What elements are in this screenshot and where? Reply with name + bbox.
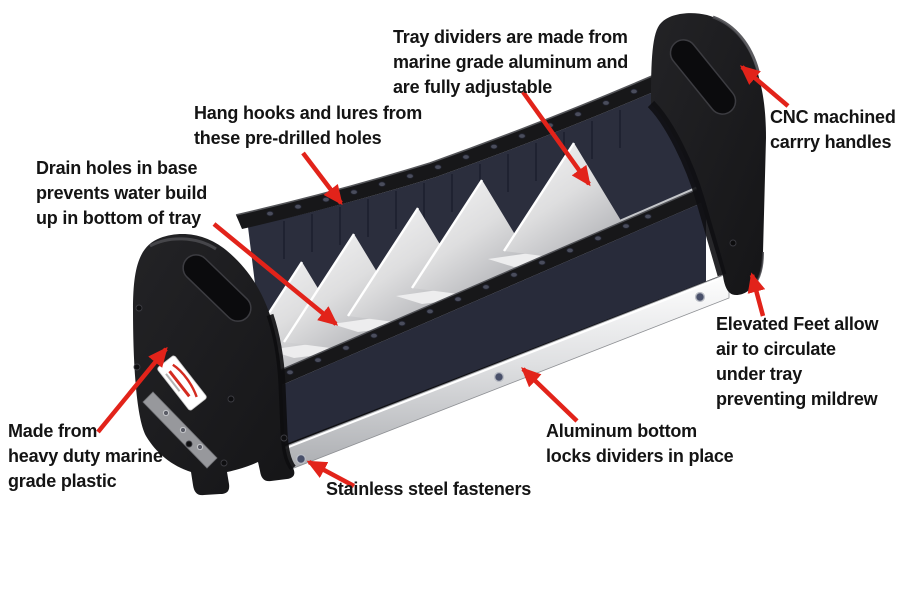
rivets-left-cap — [133, 304, 288, 467]
arrow-elevated-feet — [747, 272, 766, 317]
annotation-hang-hooks: Hang hooks and lures from these pre-dril… — [194, 103, 423, 148]
arrow-cnc-handles — [739, 65, 790, 108]
carry-handle-right — [669, 39, 737, 115]
arrow-tray-dividers — [521, 90, 591, 187]
right-cap-body — [651, 13, 766, 296]
arrow-drain-holes — [212, 222, 339, 326]
annotation-tray-dividers: Tray dividers are made from marine grade… — [393, 27, 629, 97]
front-wall — [261, 187, 723, 453]
arrow-made-from — [96, 346, 168, 434]
aluminum-end-bracket — [142, 391, 218, 469]
front-face — [268, 201, 706, 453]
rivet — [729, 239, 737, 247]
annotation-aluminum-bottom: Aluminum bottom locks dividers in place — [546, 421, 734, 466]
left-end-cap — [133, 234, 296, 496]
annotation-made-from: Made from heavy duty marine grade plasti… — [8, 421, 163, 491]
pre-drilled-holes-front — [286, 213, 652, 375]
annotation-cnc-handles: CNC machined carrry handles — [770, 107, 896, 152]
annotation-stainless: Stainless steel fasteners — [326, 479, 532, 499]
carry-handle-left — [182, 254, 252, 322]
arrow-stainless — [306, 460, 356, 488]
brand-label — [157, 355, 207, 411]
divider-slots — [283, 110, 621, 259]
stainless-fasteners — [295, 291, 706, 465]
right-end-cap — [647, 13, 766, 296]
annotation-elevated-feet: Elevated Feet allow air to circulate und… — [716, 314, 879, 409]
arrow-hang-hooks — [301, 151, 343, 206]
annotation-drain-holes: Drain holes in base prevents water build… — [36, 158, 208, 228]
callout-arrows — [96, 65, 790, 488]
arrow-aluminum-bottom — [521, 367, 579, 423]
